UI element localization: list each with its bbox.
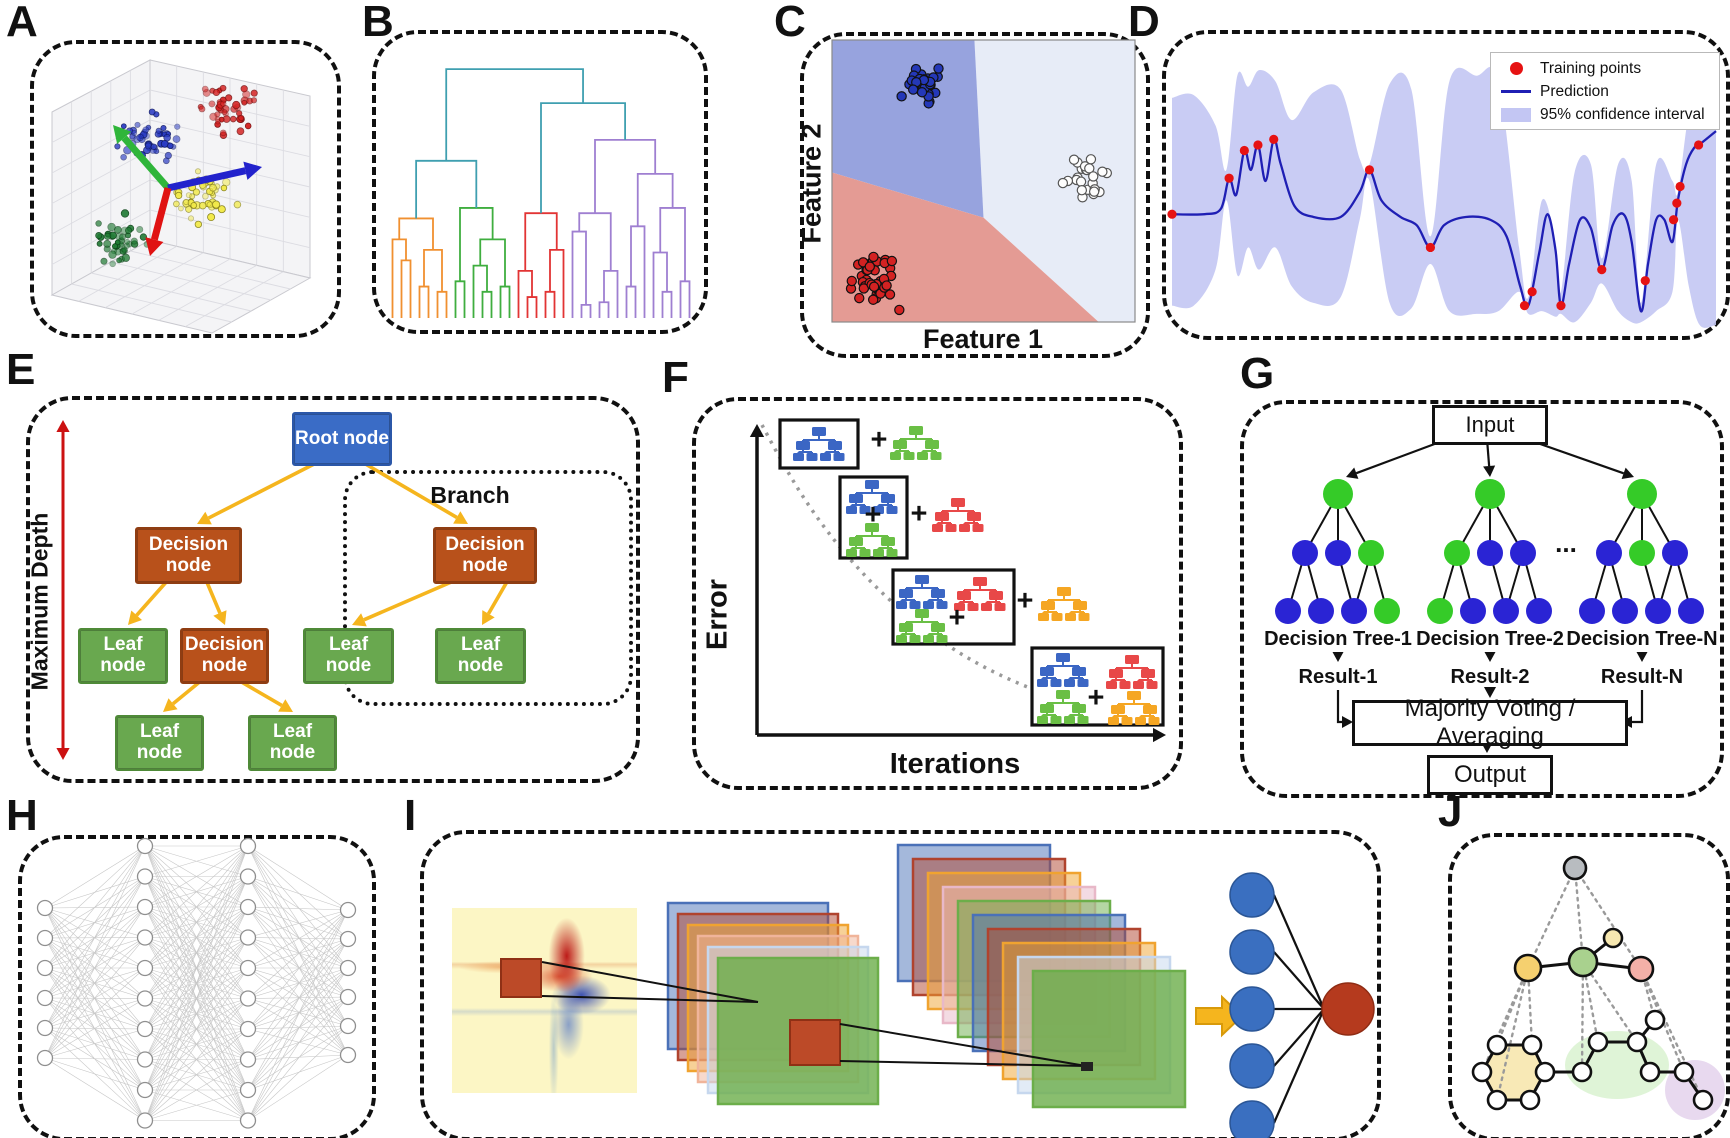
panel-i-label: I [404,791,417,840]
dendrogram [391,68,691,318]
result-1-label: Result-1 [1298,666,1378,688]
gp-legend: Training points Prediction 95% confidenc… [1490,52,1720,130]
decision-boundary-plot [831,39,1136,323]
plus-sign: + [870,424,888,456]
cnn-diagram [541,843,1375,1138]
legend-item-training-points: Training points [1499,57,1719,80]
error-axis-label: Error [701,579,734,650]
decision-node-2: Decision node [180,628,269,684]
decision-tree-2-label: Decision Tree-2 [1416,628,1564,650]
panel-h-label: H [6,791,38,840]
panel-g-label: G [1240,349,1275,398]
cnn-input-heatmap [452,908,637,1093]
plus-sign: + [1016,585,1034,617]
result-n-label: Result-N [1600,666,1684,688]
gnn-diagram [1471,855,1725,1120]
legend-item-confidence: 95% confidence interval [1499,103,1719,126]
decision-node: Decision node [135,527,242,584]
legend-item-prediction: Prediction [1499,80,1719,103]
panel-d-box [1162,30,1730,340]
maximum-depth-label: Maximum Depth [26,512,53,691]
panel-e-label: E [6,345,36,394]
decision-node-branch: Decision node [433,527,537,584]
feature2-axis-label: Feature 2 [796,123,827,244]
pca-3d-plot [50,59,312,334]
input-box: Input [1432,405,1548,445]
panel-d-label: D [1128,0,1160,46]
panel-b-label: B [362,0,394,46]
branch-outline [343,470,633,706]
boosting-plot [749,418,1166,743]
panel-f-box [692,397,1183,790]
leaf-node-branch-2: Leaf node [435,628,526,684]
iterations-axis-label: Iterations [889,748,1021,780]
prediction-swatch [1499,90,1533,93]
decision-tree-arrows [56,420,510,760]
panel-c-box [800,32,1150,358]
legend-label: 95% confidence interval [1540,105,1705,123]
branch-label: Branch [430,482,510,508]
majority-voting-box: Majority Voting / Averaging [1352,695,1628,750]
output-box: Output [1427,755,1553,795]
cnn-kernel [500,958,542,998]
panel-g-box [1240,400,1724,798]
mlp-network [36,837,357,1129]
plus-sign: + [864,499,882,531]
leaf-node-branch-1: Leaf node [303,628,394,684]
panel-c-label: C [774,0,806,46]
plus-sign: + [948,602,966,634]
training-points-swatch [1499,62,1533,75]
random-forest [1275,437,1704,753]
plus-sign: + [910,498,928,530]
panel-a-box [30,40,341,338]
panel-e-box [26,396,640,783]
panel-f-label: F [662,353,689,402]
panel-j-label: J [1438,787,1463,836]
legend-label: Training points [1540,59,1642,77]
plus-sign: + [1087,682,1105,714]
leaf-node: Leaf node [78,628,168,684]
forest-ellipsis: ... [1555,528,1577,558]
legend-label: Prediction [1540,82,1609,100]
decision-tree-n-label: Decision Tree-N [1566,628,1718,650]
panel-a-label: A [6,0,38,46]
decision-tree-1-label: Decision Tree-1 [1264,628,1412,650]
confidence-swatch [1499,107,1533,122]
leaf-node-bottom-1: Leaf node [115,715,204,771]
gp-plot [1167,66,1717,328]
feature1-axis-label: Feature 1 [922,324,1044,354]
panel-b-box [372,30,708,334]
result-2-label: Result-2 [1450,666,1530,688]
leaf-node-bottom-2: Leaf node [248,715,337,771]
root-node: Root node [292,412,392,466]
